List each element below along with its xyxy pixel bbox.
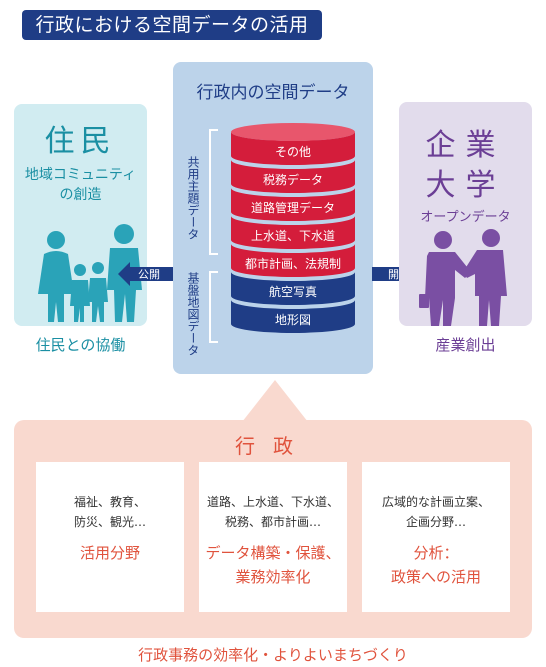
gov-box-text: 道路、上水道、下水道、 (206, 495, 339, 509)
gov-box-heading: 分析： (413, 544, 459, 562)
government-footer: 行政事務の効率化・よりよいまちづくり (138, 646, 408, 664)
gov-box-text: 企画分野… (405, 515, 466, 529)
database-layer (231, 216, 355, 249)
database-layer-label: 税務データ (262, 173, 323, 187)
database-layer-label: その他 (274, 145, 311, 159)
enterprise-title-line2: 大学 (425, 168, 506, 203)
publish-label: 公開 (138, 268, 160, 281)
database-layer-label: 都市計画、法規制 (244, 257, 341, 271)
center-title: 行政内の空間データ (196, 83, 350, 103)
gov-box-heading: データ構築・保護、 (205, 544, 341, 562)
gov-box-text: 広域的な計画立案、 (381, 495, 490, 509)
gov-box-text: 税務、都市計画… (224, 515, 321, 529)
resident-subtitle-line1: 地域コミュニティ (24, 167, 137, 183)
resident-subtitle-line2: の創造 (59, 187, 102, 203)
base-map-data-label: 基盤地図データ (186, 272, 200, 356)
database-layer (231, 272, 355, 305)
database-layer-label: 上水道、下水道 (250, 229, 335, 243)
database-layer (231, 132, 355, 165)
gov-box-text: 福祉、教育、 (73, 495, 146, 509)
database-cylinder (231, 123, 355, 333)
database-layer-label: 地形図 (274, 313, 311, 327)
database-layer (231, 160, 355, 193)
enterprise-title-line1: 企業 (425, 128, 506, 163)
enterprise-panel (399, 102, 532, 326)
database-layer-label: 航空写真 (268, 285, 317, 299)
database-layer (231, 244, 355, 277)
handshake-illustration (419, 229, 507, 326)
family-illustration (38, 224, 142, 322)
gov-box-heading: 政策への活用 (390, 568, 481, 586)
database-layer (231, 188, 355, 221)
government-title: 行政 (235, 434, 311, 458)
resident-caption: 住民との協働 (35, 336, 126, 354)
database-layer-label: 道路管理データ (250, 201, 335, 215)
gov-box-heading: 業務効率化 (235, 568, 311, 586)
government-box-planning: 広域的な計画立案、 企画分野… 分析： 政策への活用 (362, 462, 510, 612)
resident-title: 住民 (44, 124, 117, 159)
enterprise-subtitle: オープンデータ (420, 210, 511, 225)
page-title: 行政における空間データの活用 (22, 10, 322, 40)
connector-arrow (242, 380, 308, 422)
gov-box-heading: 活用分野 (79, 544, 140, 562)
government-box-infrastructure: 道路、上水道、下水道、 税務、都市計画… データ構築・保護、 業務効率化 (199, 462, 347, 612)
data-brackets (209, 129, 218, 343)
thematic-data-label: 共用主題データ (186, 156, 200, 240)
publish-arrow (118, 262, 176, 286)
database-layer (231, 300, 355, 333)
enterprise-caption: 産業創出 (435, 336, 496, 354)
cylinder-top (231, 123, 355, 141)
gov-box-text: 防災、観光… (73, 515, 146, 529)
government-box-welfare: 福祉、教育、 防災、観光… 活用分野 (36, 462, 184, 612)
